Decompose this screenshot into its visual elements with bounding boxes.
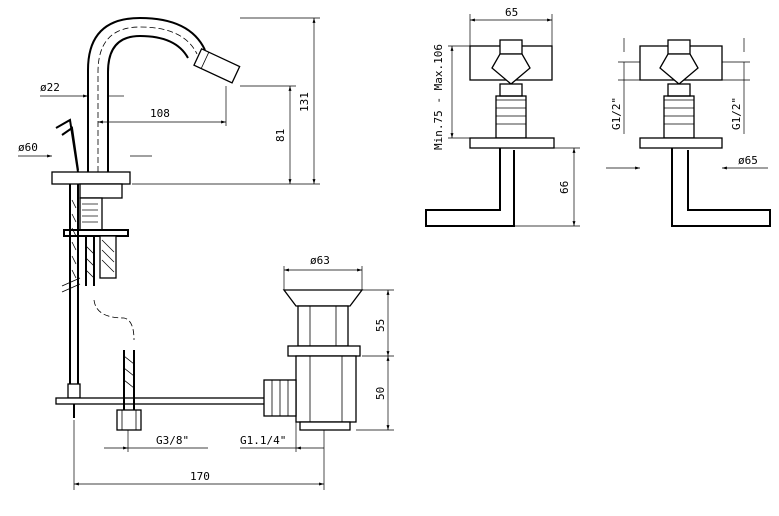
label-g12-right: G1/2" [730,97,743,130]
label-50: 50 [374,387,387,400]
dimension-labels: ø22 ø60 108 131 81 65 Min.75 - Max.106 6… [18,6,758,483]
valve-front [425,39,555,227]
label-66: 66 [558,181,571,194]
mixer-spout [87,16,241,172]
label-g12-left: G1/2" [610,97,623,130]
valve-side [639,39,771,227]
label-g114: G1.1/4" [240,434,286,447]
mixer-underbody [55,183,287,418]
label-65: 65 [505,6,518,19]
supply-tail [116,350,142,431]
label-d22: ø22 [40,81,60,94]
label-g38: G3/8" [156,434,189,447]
mixer-lever [55,118,79,173]
label-d65: ø65 [738,154,758,167]
label-d63: ø63 [310,254,330,267]
label-170: 170 [190,470,210,483]
label-55: 55 [374,319,387,332]
drain-assembly [263,289,364,431]
label-131: 131 [298,92,311,112]
mixer-base [51,171,131,185]
label-81: 81 [274,129,287,142]
label-d60: ø60 [18,141,38,154]
label-108: 108 [150,107,170,120]
label-minmax: Min.75 - Max.106 [432,44,445,150]
dimension-lines [18,14,768,490]
